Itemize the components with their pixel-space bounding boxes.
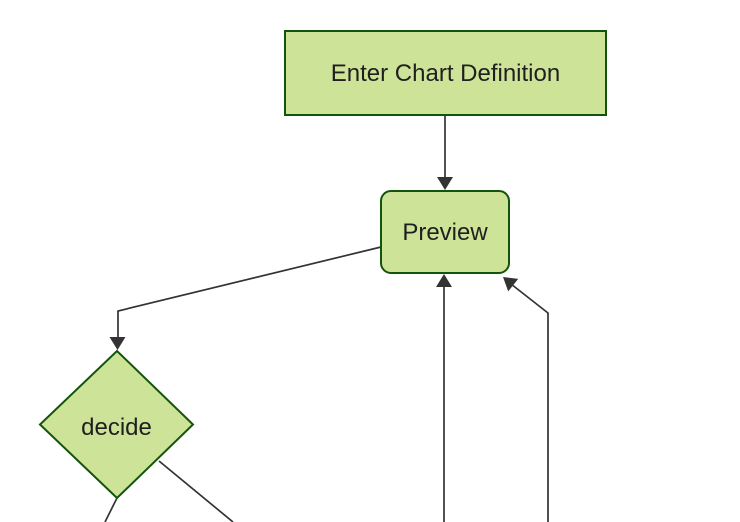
edge-line [510,283,549,522]
diamond-node-shape [38,349,195,500]
edge-decide-bottomleft [104,497,118,522]
arrowhead-down-icon [109,337,126,350]
node-label: Preview [402,219,488,246]
edge-decide-bottomright [158,460,234,522]
edge-bottom-to-preview [436,274,452,522]
node-preview: Preview [380,190,510,274]
arrowhead-upleft-icon [503,277,519,292]
rectangle-node-shape [284,30,607,116]
node-label: decide [81,414,152,441]
edge-bottomright-to-preview [503,277,549,522]
arrowhead-down-icon [437,177,453,190]
arrowhead-up-icon [436,274,452,287]
edge-line [104,497,118,522]
edge-enterchart-to-preview [437,116,453,190]
rounded-rectangle-node-shape [380,190,510,274]
node-enter-chart-definition: Enter Chart Definition [284,30,607,116]
node-decide: decide [38,349,195,500]
node-label: Enter Chart Definition [331,60,560,87]
edge-line [117,246,382,338]
edge-line [158,460,234,522]
edge-preview-to-decide [109,246,382,350]
